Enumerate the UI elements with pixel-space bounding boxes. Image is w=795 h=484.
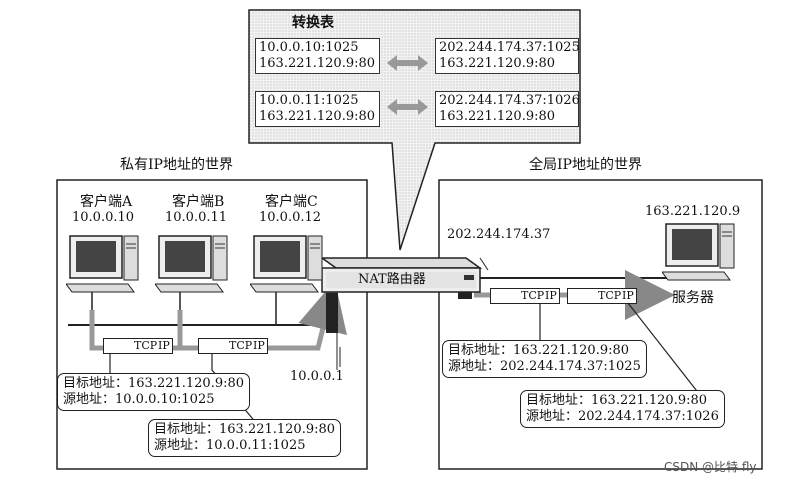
annotation-private-b: 目标地址：163.221.120.9:80 源地址：10.0.0.11:1025 <box>148 419 342 457</box>
packet-d-tcp: TCP <box>598 289 622 302</box>
annotation-public-b-src: 源地址：202.244.174.37:1026 <box>526 409 719 424</box>
annotation-private-a: 目标地址：163.221.120.9:80 源地址：10.0.0.10:1025 <box>57 373 251 411</box>
packet-a-tcp: TCP <box>134 339 158 352</box>
server-ip: 163.221.120.9 <box>645 204 741 219</box>
table-arrow-1 <box>387 55 428 71</box>
packet-b-ip: IP <box>253 339 265 352</box>
annotation-public-b: 目标地址：163.221.120.9:80 源地址：202.244.174.37… <box>520 390 725 428</box>
computer-icon <box>250 235 323 293</box>
table-row-2-public-line1: 202.244.174.37:1026 <box>439 93 580 108</box>
router-inner-ip: 10.0.0.1 <box>290 369 344 384</box>
watermark: CSDN @比特 fly <box>664 460 757 474</box>
private-world-title: 私有IP地址的世界 <box>120 157 233 173</box>
packet-c-tcp: TCP <box>521 289 545 302</box>
computer-icon <box>155 235 228 293</box>
packet-c: TCP IP <box>490 288 560 304</box>
table-row-1-private-line1: 10.0.0.10:1025 <box>259 40 359 55</box>
table-row-2-private-line1: 10.0.0.11:1025 <box>259 93 359 108</box>
pc-client-a[interactable] <box>66 232 150 296</box>
table-row-1-private: 10.0.0.10:1025 163.221.120.9:80 <box>255 38 380 74</box>
table-row-1-public-line2: 163.221.120.9:80 <box>439 56 556 71</box>
packet-b-tcp: TCP <box>229 339 253 352</box>
packet-b: TCP IP <box>198 338 268 354</box>
table-row-2-public-line2: 163.221.120.9:80 <box>439 109 556 124</box>
annotation-private-b-src: 源地址：10.0.0.11:1025 <box>154 438 306 453</box>
router-outer-ip: 202.244.174.37 <box>447 227 551 242</box>
pc-server[interactable] <box>662 220 746 284</box>
annotation-private-b-dst: 目标地址：163.221.120.9:80 <box>154 422 336 437</box>
client-b-ip: 10.0.0.11 <box>165 210 228 225</box>
annotation-public-a-dst: 目标地址：163.221.120.9:80 <box>448 343 630 358</box>
packet-d-ip: IP <box>622 289 634 302</box>
client-a-ip: 10.0.0.10 <box>72 210 135 225</box>
computer-icon <box>66 235 139 293</box>
table-row-2-private: 10.0.0.11:1025 163.221.120.9:80 <box>255 91 380 127</box>
annotation-public-b-dst: 目标地址：163.221.120.9:80 <box>526 393 708 408</box>
annotation-public-a: 目标地址：163.221.120.9:80 源地址：202.244.174.37… <box>442 340 647 378</box>
public-world-title: 全局IP地址的世界 <box>529 157 642 173</box>
table-row-1-public-line1: 202.244.174.37:1025 <box>439 40 580 55</box>
table-row-2-public: 202.244.174.37:1026 163.221.120.9:80 <box>435 91 580 127</box>
packet-a-ip: IP <box>158 339 170 352</box>
server-icon <box>662 223 735 281</box>
table-arrow-2 <box>387 99 428 115</box>
table-row-2-private-line2: 163.221.120.9:80 <box>259 109 376 124</box>
packet-d: TCP IP <box>567 288 637 304</box>
nat-router-shape <box>319 257 483 293</box>
packet-a: TCP IP <box>103 338 173 354</box>
annotation-private-a-src: 源地址：10.0.0.10:1025 <box>63 392 215 407</box>
client-c-name: 客户端C <box>265 194 318 210</box>
annotation-private-a-dst: 目标地址：163.221.120.9:80 <box>63 376 245 391</box>
table-row-1-public: 202.244.174.37:1025 163.221.120.9:80 <box>435 38 580 74</box>
table-title: 转换表 <box>292 15 334 31</box>
client-c-ip: 10.0.0.12 <box>259 210 322 225</box>
pc-client-b[interactable] <box>155 232 239 296</box>
client-a-name: 客户端A <box>80 194 133 210</box>
client-b-name: 客户端B <box>172 194 225 210</box>
annotation-public-a-src: 源地址：202.244.174.37:1025 <box>448 359 641 374</box>
server-label: 服务器 <box>672 290 714 306</box>
packet-c-ip: IP <box>545 289 557 302</box>
table-row-1-private-line2: 163.221.120.9:80 <box>259 56 376 71</box>
pc-client-c[interactable] <box>250 232 334 296</box>
router-label: NAT路由器 <box>358 272 426 287</box>
